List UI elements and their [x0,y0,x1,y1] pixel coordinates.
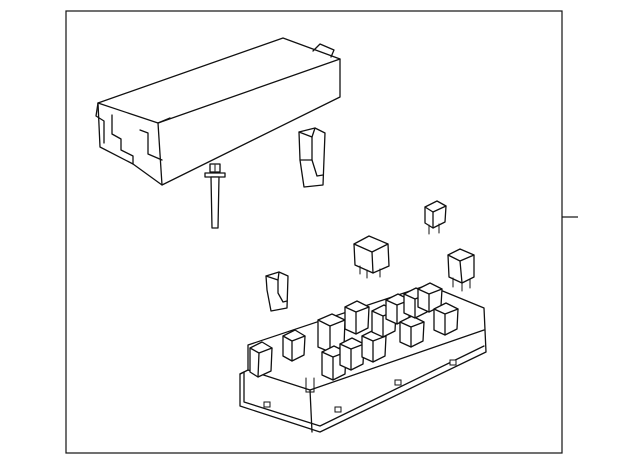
relay-square [353,235,390,279]
fuse-puller-small [265,271,289,312]
diagram-frame [65,10,563,454]
relay-small [447,248,475,292]
fuse-puller-large [298,127,326,188]
bolt-icon [204,163,226,229]
fuse-box-cover-icon [95,37,341,186]
mini-fuse [424,200,447,235]
fuse-block-icon [239,282,487,433]
